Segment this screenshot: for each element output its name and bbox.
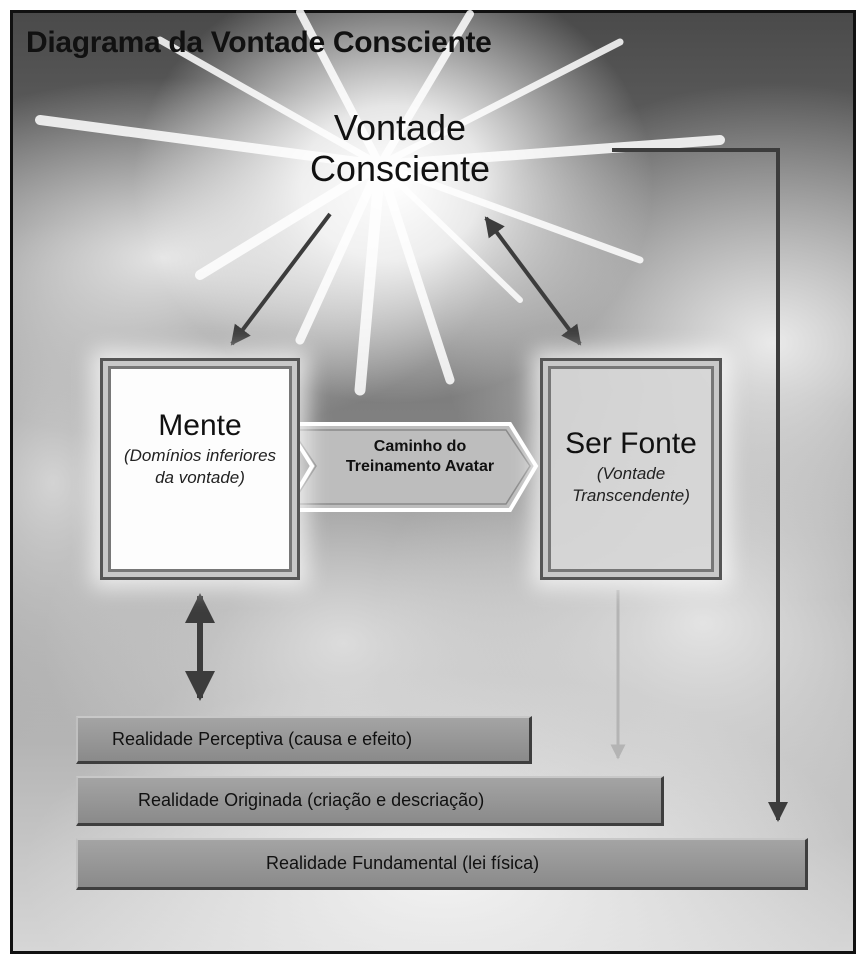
diagram-title: Diagrama da Vontade Consciente [26, 26, 492, 59]
path-arrow-shape [282, 422, 539, 512]
arrow-vontade-fonte-bidirectional [484, 216, 582, 346]
mente-box: Mente (Domínios inferiores da vontade) [100, 358, 300, 580]
ser-fonte-label: Ser Fonte [565, 427, 697, 460]
realidade-perceptiva-bar: Realidade Perceptiva (causa e efeito) [76, 716, 532, 764]
arrow-vontade-to-fundamental [612, 148, 788, 822]
vontade-label-line1: Vontade [333, 107, 467, 148]
arrow-vontade-to-mente [230, 212, 332, 346]
caminho-line2: Treinamento Avatar [345, 457, 495, 475]
caminho-label: Caminho do Treinamento Avatar [330, 437, 510, 476]
realidade-fundamental-bar: Realidade Fundamental (lei física) [76, 838, 808, 890]
vontade-consciente-label: Vontade Consciente [300, 107, 500, 189]
vontade-label-line2: Consciente [309, 147, 491, 189]
ser-fonte-sublabel: (Vontade Transcendente) [572, 464, 690, 506]
caminho-line1: Caminho do [373, 438, 467, 455]
ser-fonte-box: Ser Fonte (Vontade Transcendente) [540, 358, 722, 580]
mente-label: Mente [158, 409, 242, 442]
mente-sublabel: (Domínios inferiores da vontade) [123, 446, 277, 488]
realidade-originada-bar: Realidade Originada (criação e descriaçã… [76, 776, 664, 826]
sun-rays [35, 8, 725, 396]
